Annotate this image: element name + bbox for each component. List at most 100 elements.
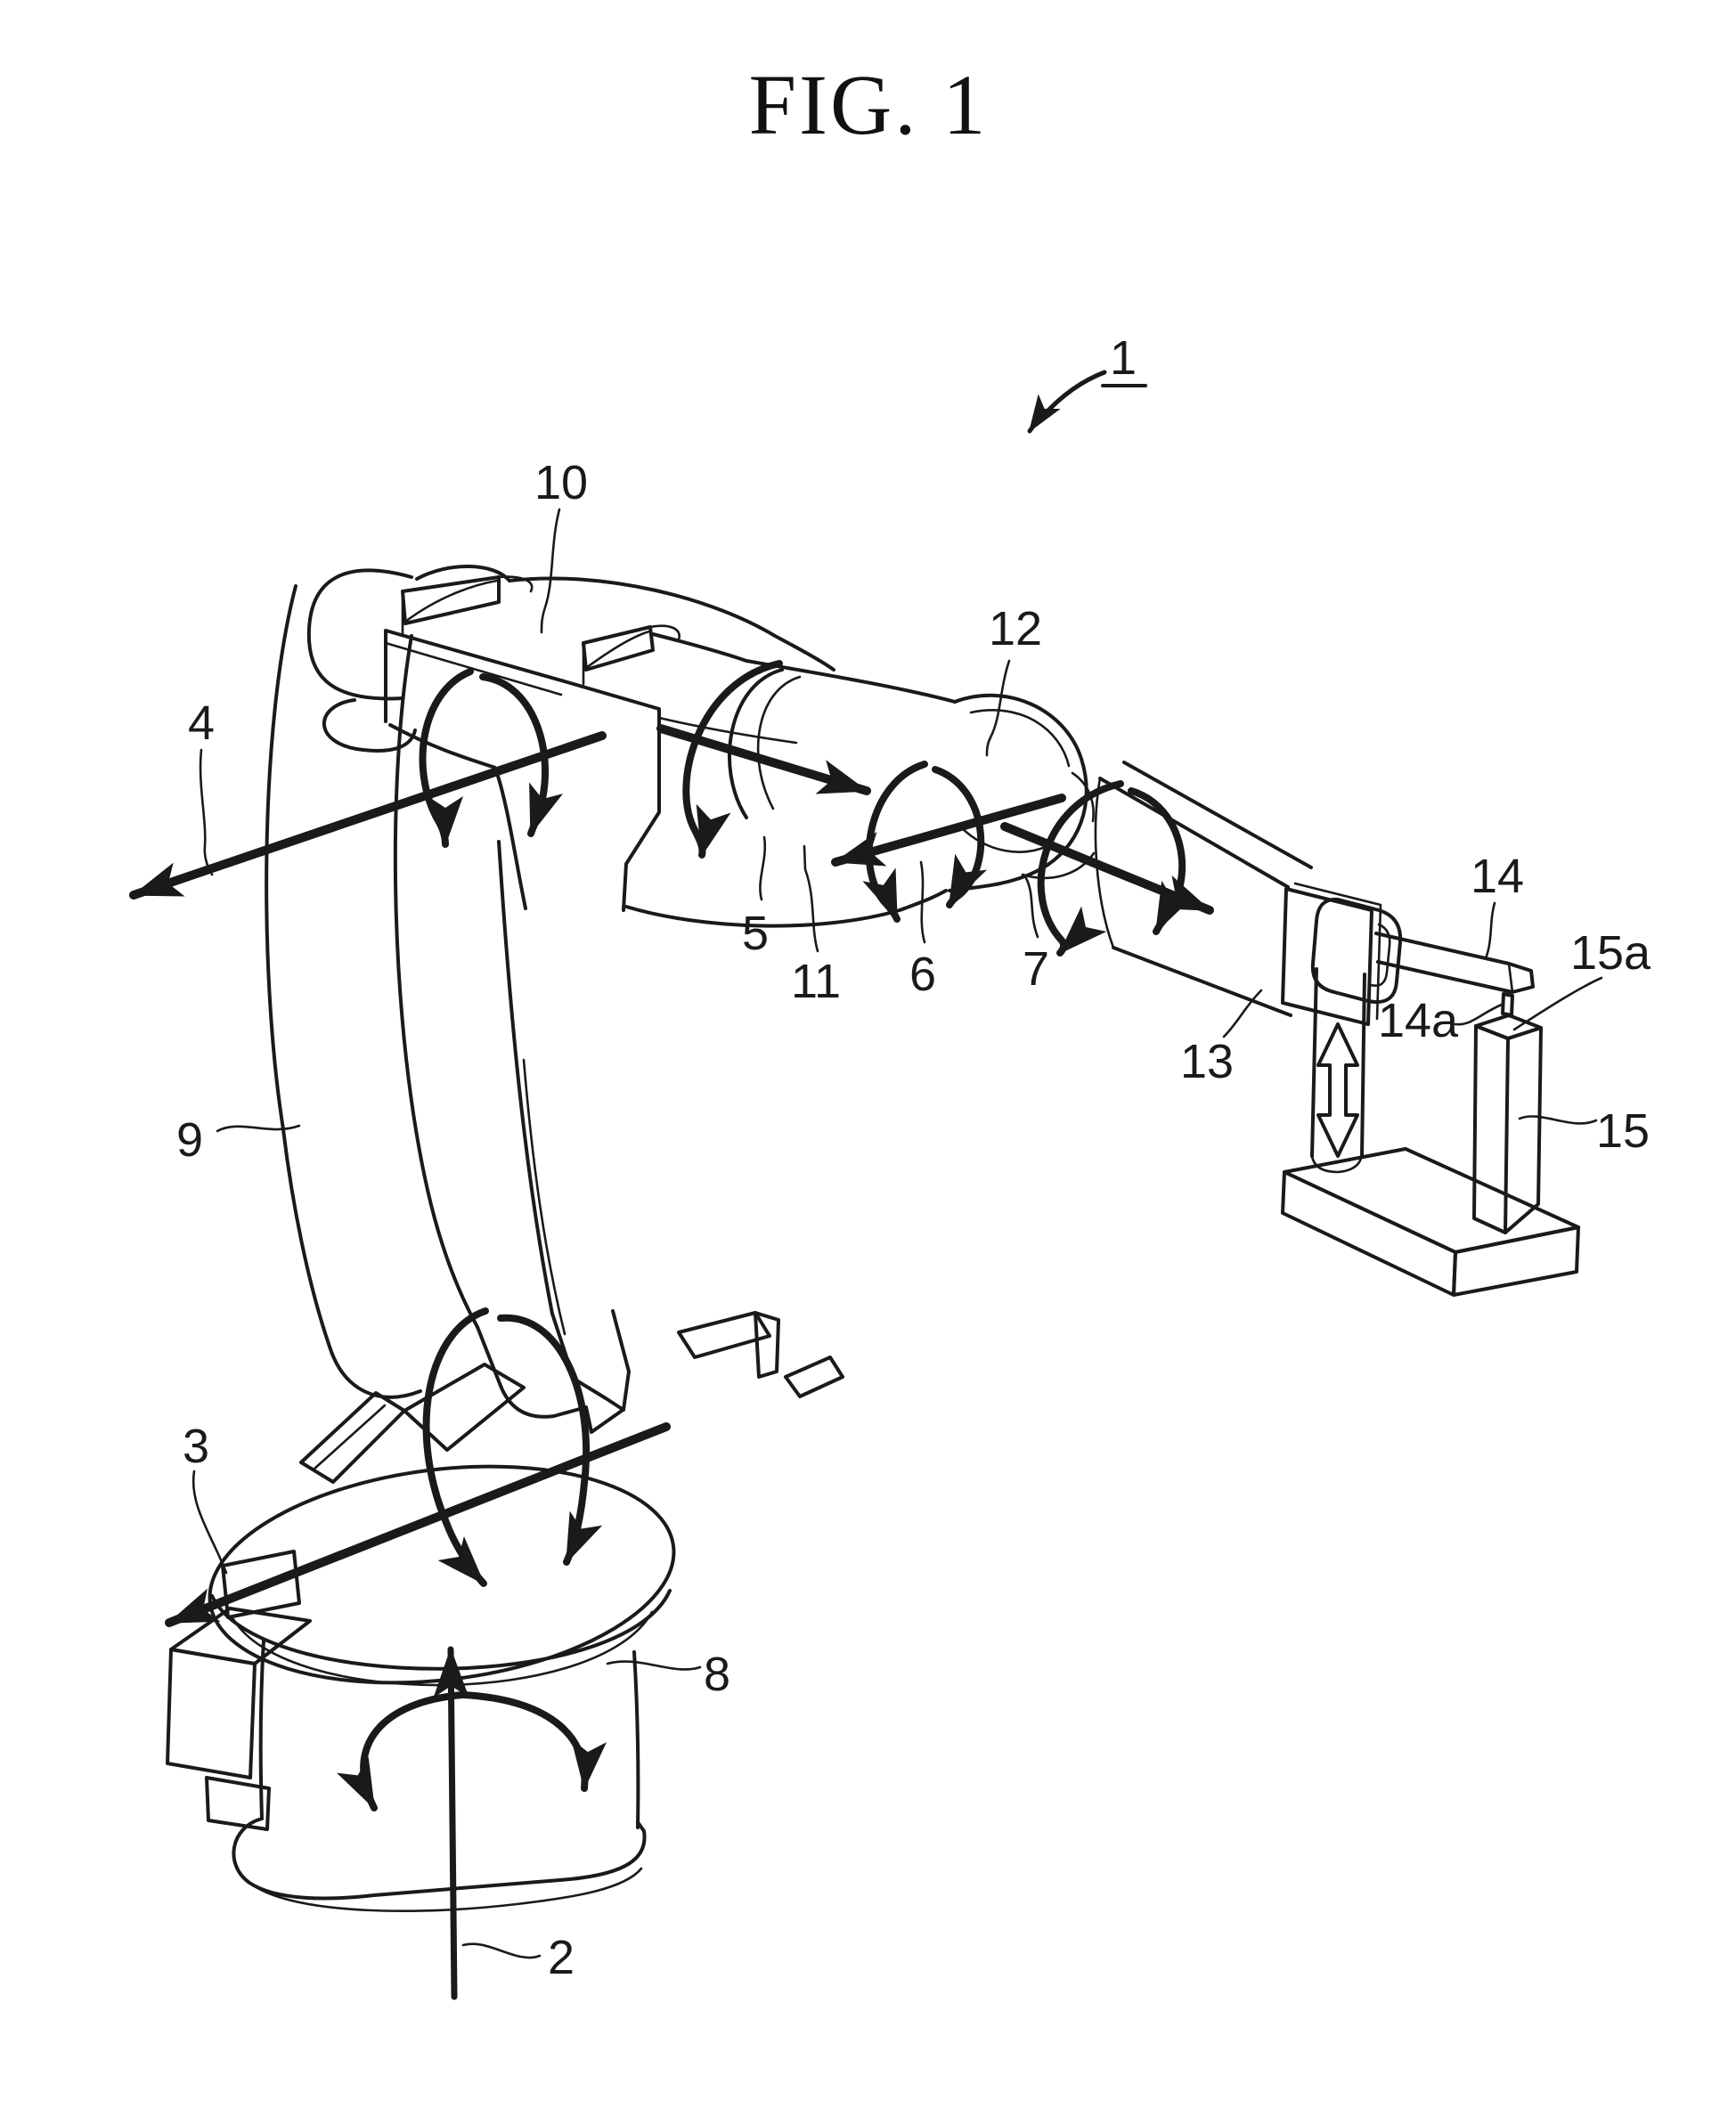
ref-label-14a: 14a: [1378, 994, 1459, 1047]
ref-label-10: 10: [534, 456, 588, 509]
axis-arrow-6: [831, 794, 1066, 867]
housing-fin-right-edge: [582, 624, 681, 686]
forearm-endcap-arc-outer: [728, 668, 784, 819]
flange-plate: [1281, 887, 1373, 1026]
axis-arrow-5: [656, 724, 871, 795]
tip14a: [1501, 992, 1514, 1017]
leader-15: [1518, 1115, 1598, 1125]
leader-6: [919, 860, 926, 944]
ref-label-2: 2: [548, 1931, 575, 1984]
post-foot-cap: [1310, 1152, 1364, 1174]
collar: [1310, 897, 1403, 1004]
ref-label-8: 8: [704, 1648, 730, 1701]
housing-left-lobe: [322, 698, 417, 753]
part-shoulder-casting: [299, 1311, 844, 1484]
forearm-underside: [624, 889, 948, 928]
leader-2: [461, 1942, 542, 1959]
shoulder-block-right1: [677, 1311, 771, 1359]
wrist-bulge-inner-arc1: [969, 709, 1071, 768]
leader-13: [1222, 989, 1263, 1038]
housing-tube-top: [651, 632, 957, 704]
rotation-arrow-7-outer: [1037, 780, 1124, 957]
robot-structure: [166, 564, 1580, 1912]
bar14-end-face: [1507, 962, 1514, 994]
housing-left-cap: [306, 568, 413, 701]
figure-text: FIG. 1 1 10 12 4 5 11 6 7 13 14 14a 15a …: [176, 57, 1651, 1984]
base-plate: [232, 1817, 647, 1901]
housing-tube-lower-line: [657, 716, 798, 745]
axis-arrow-7: [1000, 822, 1214, 915]
part-upper-arm: [265, 584, 631, 1434]
leader-14: [1484, 901, 1496, 960]
flange-plate-back: [1293, 882, 1382, 1021]
axis-arrow-3: [165, 1422, 671, 1627]
rotation-arrow-base-right: [460, 1691, 607, 1792]
shoulder-plate: [403, 1363, 526, 1452]
housing-panel-inner-edge: [384, 641, 563, 696]
ref-label-12: 12: [989, 602, 1042, 655]
ref-label-1: 1: [1110, 331, 1137, 385]
ref-label-9: 9: [176, 1113, 203, 1167]
rotation-arrow-4-inner: [479, 673, 564, 837]
housing-fin-left-edge: [401, 575, 534, 636]
motion-arrows: [129, 660, 1214, 2000]
housing-fin-left: [401, 575, 501, 625]
arm-inner-edge: [393, 634, 479, 1329]
arm-fork-center: [476, 1325, 623, 1434]
leader-lines: [192, 370, 1603, 1959]
leader-11: [803, 844, 819, 953]
leader-10: [540, 508, 561, 634]
leader-8: [606, 1660, 702, 1671]
box13-top-front-edge: [1098, 777, 1290, 889]
shoulder-block-right3: [784, 1356, 844, 1398]
figure-title: FIG. 1: [749, 57, 989, 152]
ref-label-14: 14: [1471, 850, 1524, 903]
stand-base-front: [1281, 1170, 1457, 1297]
ref-label-6: 6: [909, 948, 936, 1001]
base-side-left: [258, 1639, 265, 1820]
ref-label-5: 5: [742, 907, 769, 960]
assembly-callout-arrow: [1027, 370, 1107, 434]
box13-bottom-edge: [1112, 946, 1292, 1017]
rotation-arrow-base-left: [336, 1691, 467, 1812]
ref-label-7: 7: [1023, 942, 1049, 996]
ref-label-4: 4: [188, 696, 215, 750]
rotation-arrow-3-outer: [422, 1307, 489, 1587]
up-down-arrow: [1316, 1022, 1359, 1158]
ref-label-11: 11: [791, 955, 841, 1008]
housing-fin-right: [582, 625, 655, 672]
axis-arrow-4: [129, 731, 607, 900]
block15-front: [1472, 1024, 1510, 1234]
wrist-bulge-inner-arc2: [958, 825, 1053, 853]
rotation-arrow-5: [682, 660, 783, 859]
arm-left-edge: [265, 584, 331, 1348]
leader-12: [985, 659, 1011, 757]
forearm-endcap-arc-inner: [756, 675, 802, 810]
leader-14a: [1454, 1003, 1504, 1026]
shoulder-fin-left-line: [312, 1404, 387, 1471]
rotation-arrow-3-inner: [497, 1314, 603, 1566]
ref-label-15a: 15a: [1570, 926, 1651, 980]
collar-inner-detail: [1369, 923, 1391, 987]
arm-front-edge: [497, 840, 554, 1315]
vertical-post: [1310, 967, 1366, 1158]
part-end-effector: [1094, 761, 1535, 1174]
motor-box-front: [166, 1648, 257, 1779]
motor-box-step: [205, 1776, 271, 1831]
rotation-arrow-6-outer: [862, 761, 928, 923]
box13-top-back-edge: [1122, 761, 1313, 869]
part-forearm-wrist: [624, 668, 1096, 928]
arm-fork-left: [328, 1345, 422, 1399]
ref-label-15: 15: [1596, 1104, 1650, 1158]
arm-front-inner-edge: [522, 1058, 566, 1336]
leader-3: [192, 1470, 228, 1575]
base-side-right: [632, 1650, 640, 1829]
part-base: [166, 1464, 676, 1912]
base-plate-lower-edge: [248, 1867, 643, 1912]
wrist-bulge-outline: [948, 693, 1088, 892]
axis-arrow-2: [433, 1646, 469, 2000]
stand-base-right: [1452, 1225, 1580, 1297]
housing-top-hump-left: [415, 564, 511, 582]
leader-4: [199, 748, 214, 876]
